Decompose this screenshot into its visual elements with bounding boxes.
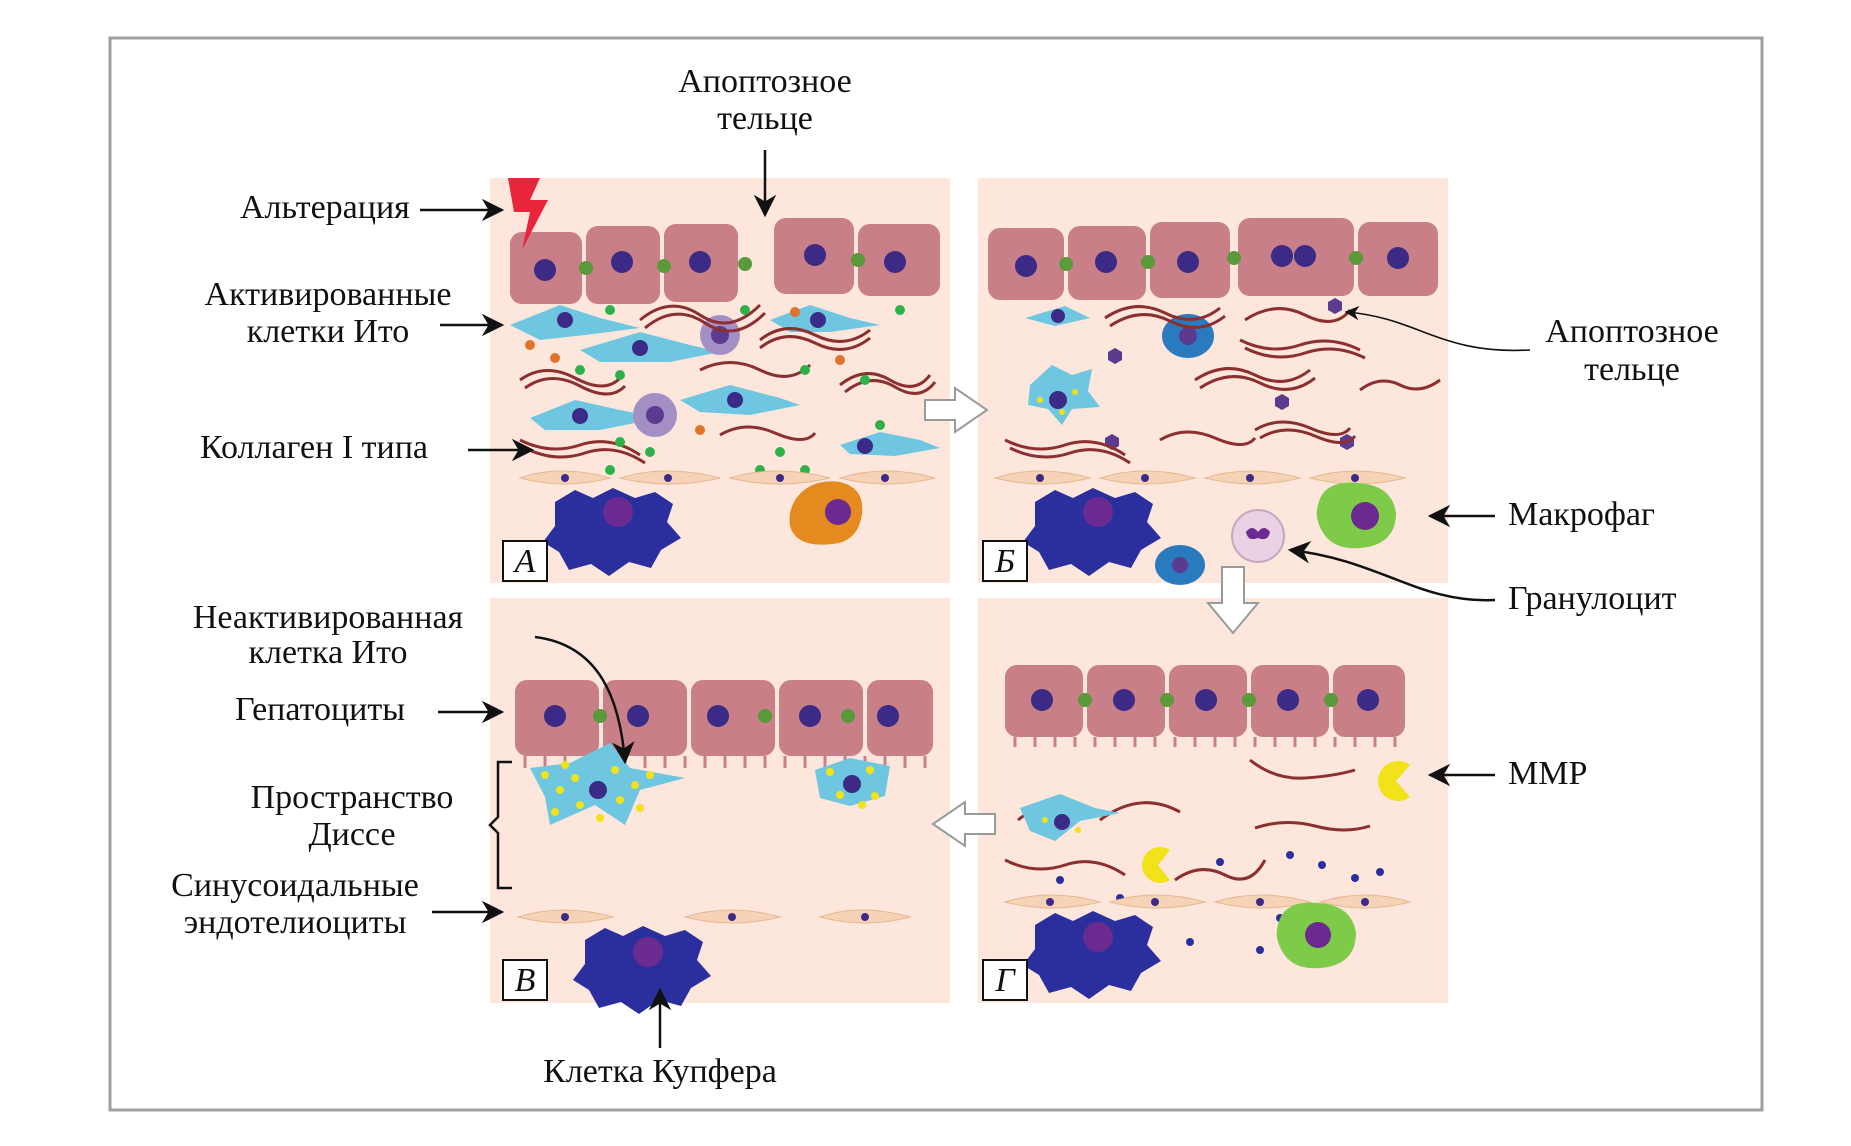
- panel-letter-g: Г: [994, 962, 1016, 999]
- panel-letter-v: В: [515, 962, 536, 999]
- mmp-enzyme: [1378, 761, 1410, 801]
- label-disse-space-2: Диссе: [308, 816, 395, 853]
- transition-arrow-b-g: [1205, 566, 1261, 635]
- nonactivated-ito-cell: [530, 743, 685, 825]
- label-activated-ito: Активированные: [205, 276, 452, 313]
- collagen-fibers: [519, 303, 937, 465]
- panel-letter-b: Б: [994, 543, 1015, 580]
- label-kupffer: Клетка Купфера: [543, 1053, 777, 1090]
- panel-g: Г: [978, 598, 1448, 1003]
- label-alteration: Альтерация: [240, 189, 410, 226]
- label-granulocyte: Гранулоцит: [1508, 580, 1677, 617]
- label-macrophage: Макрофаг: [1508, 496, 1655, 533]
- label-hepatocytes: Гепатоциты: [235, 691, 405, 728]
- panel-a: А: [490, 178, 950, 583]
- panel-letter-a: А: [513, 543, 536, 580]
- label-mmp: ММР: [1508, 755, 1587, 792]
- kupffer-cell: [543, 488, 681, 576]
- transition-arrow-g-v: [931, 800, 996, 848]
- lightning-icon: [508, 178, 548, 250]
- label-apoptotic-body-right: Апоптозное: [1545, 313, 1719, 350]
- panel-b: Б: [978, 178, 1448, 585]
- label-endothelial: Синусоидальные: [171, 867, 419, 904]
- label-endothelial-2: эндотелиоциты: [184, 904, 407, 941]
- label-apoptotic-body-top: Апоптозное: [678, 63, 852, 100]
- label-disse-space: Пространство: [251, 779, 454, 816]
- label-nonactivated-ito-2: клетка Ито: [249, 634, 408, 671]
- label-collagen: Коллаген I типа: [200, 429, 428, 466]
- label-apoptotic-body-top-2: тельце: [717, 100, 813, 137]
- disse-bracket: [488, 760, 512, 890]
- hepatocyte-row: [510, 218, 940, 304]
- label-activated-ito-2: клетки Ито: [247, 313, 410, 350]
- figure-frame: [108, 36, 1764, 1112]
- panel-v: В: [490, 598, 950, 1014]
- label-apoptotic-body-right-2: тельце: [1584, 351, 1680, 388]
- transition-arrow-a-b: [924, 386, 989, 434]
- label-nonactivated-ito: Неактивированная: [193, 599, 464, 636]
